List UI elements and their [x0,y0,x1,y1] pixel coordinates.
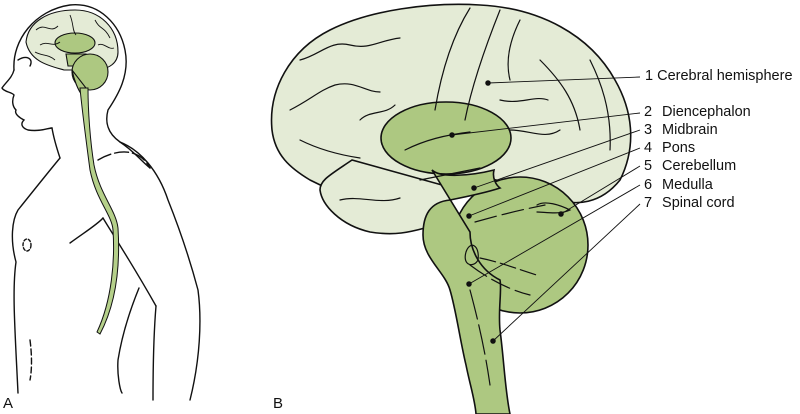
label-pons: 4 Pons [644,140,696,156]
brain-sulci [289,7,611,386]
leader-lines [449,76,641,344]
panel-a-body [1,4,201,401]
panel-letter-b: B [273,395,284,412]
temporal-lobe-shape [319,159,462,235]
label-cerebral-hemisphere: 1 Cerebral hemisphere [645,68,793,84]
panel-a-brain [25,9,119,96]
label-cerebellum: 5 Cerebellum [644,158,737,174]
brainstem-shape [422,168,511,414]
label-diencephalon: 2 Diencephalon [644,104,751,120]
label-spinal-cord: 7 Spinal cord [644,195,735,211]
panel-letter-a: A [3,395,14,412]
diencephalon-shape [380,101,512,175]
panel-a-spinal-cord [79,87,120,335]
label-medulla: 6 Medulla [644,177,713,193]
label-midbrain: 3 Midbrain [644,122,718,138]
